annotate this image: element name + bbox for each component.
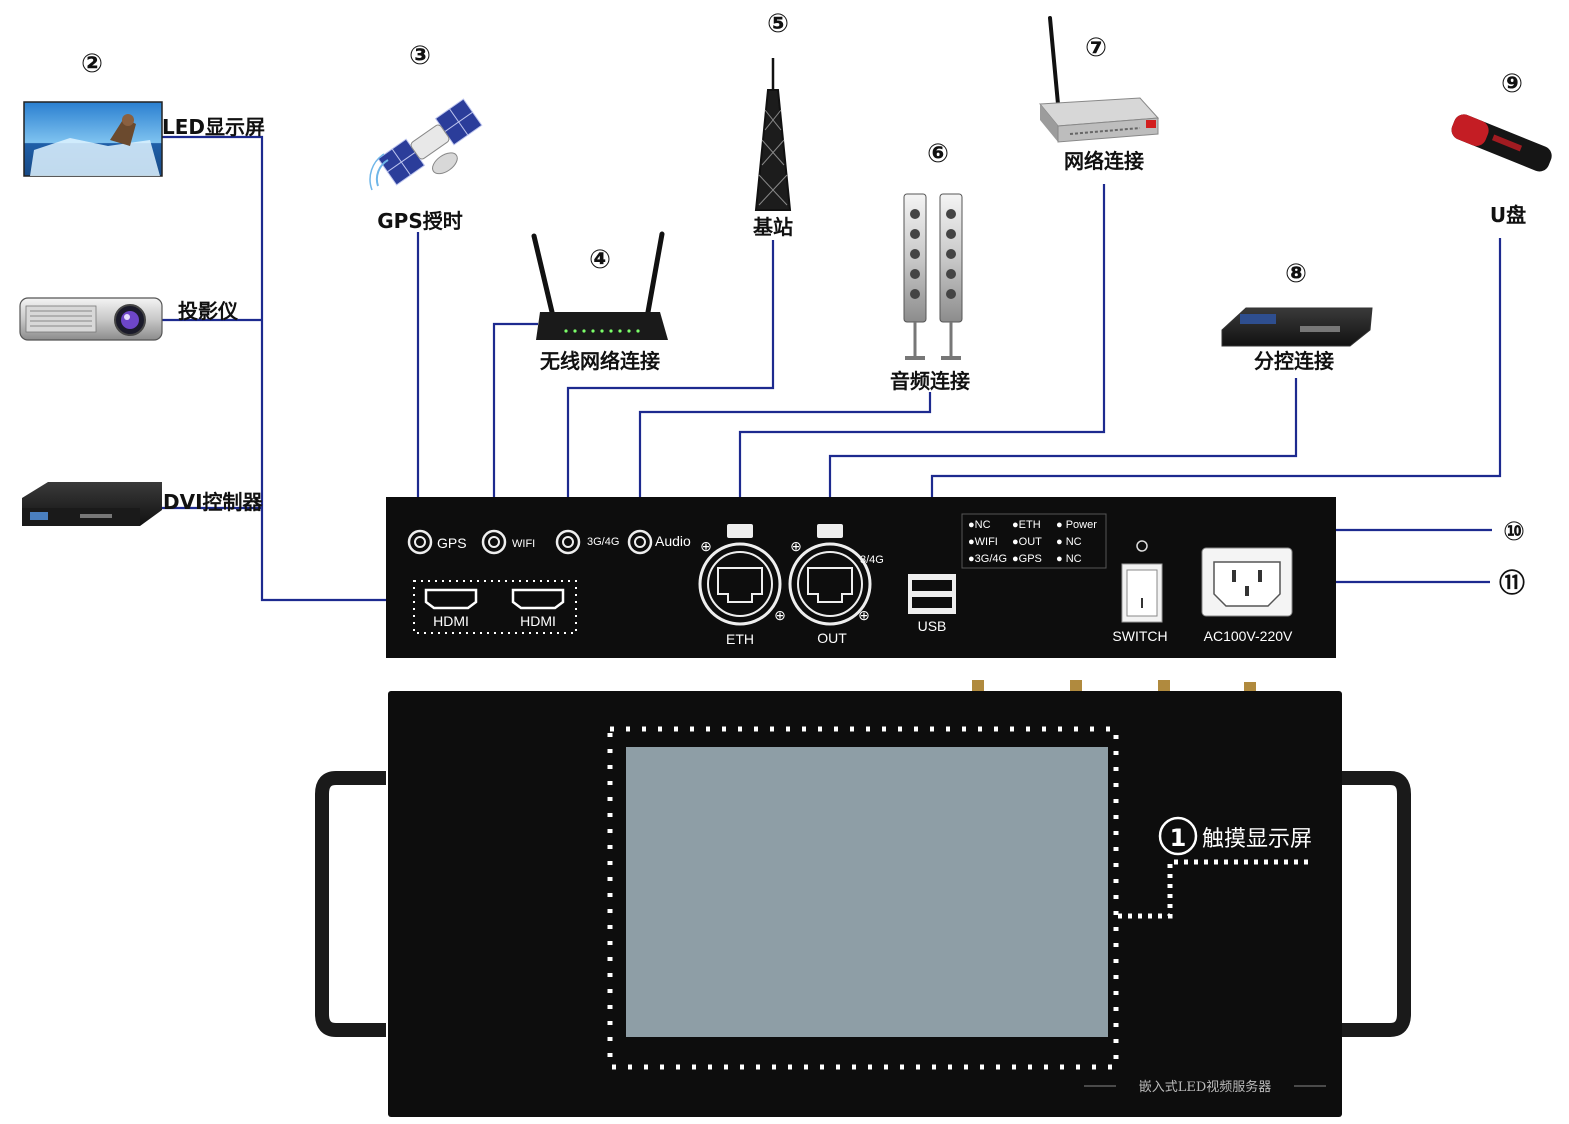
gps-port[interactable] bbox=[407, 529, 433, 555]
indicator-box bbox=[961, 513, 1107, 569]
wire-audio bbox=[638, 392, 932, 532]
brand-text: 嵌入式LED视频服务器 bbox=[1139, 1079, 1272, 1095]
hdmi-port-2-label: HDMI bbox=[520, 613, 556, 629]
indicator-r3-c3: ● NC bbox=[1056, 553, 1082, 565]
network-router-icon bbox=[1038, 16, 1160, 143]
wire-sub-control bbox=[828, 378, 1298, 524]
eth-port-label: ETH bbox=[726, 631, 754, 647]
tower-label: 基站 bbox=[753, 215, 793, 239]
3g4g-port-label: 3G/4G bbox=[587, 536, 619, 548]
network-number: ⑦ bbox=[1085, 33, 1107, 63]
touch-number-ring bbox=[1158, 816, 1198, 856]
power-socket[interactable] bbox=[1201, 547, 1293, 617]
usb-disk-number: ⑨ bbox=[1501, 69, 1523, 99]
gps-number: ③ bbox=[409, 41, 431, 71]
switch-ref-number: ⑩ bbox=[1503, 517, 1525, 547]
out-screw-bottom: ⊕ bbox=[858, 607, 870, 623]
gps-satellite-icon bbox=[377, 98, 483, 186]
wire-tower bbox=[566, 240, 775, 532]
usb-port[interactable] bbox=[908, 574, 956, 614]
wire-network bbox=[738, 184, 1106, 524]
wifi-port-label: WIFI bbox=[512, 538, 535, 550]
indicator-r1-c2: ●ETH bbox=[1012, 519, 1041, 531]
projector-device bbox=[19, 297, 163, 341]
touch-label: 触摸显示屏 bbox=[1202, 827, 1312, 852]
usb-disk-label: U盘 bbox=[1490, 203, 1526, 227]
indicator-r2-c2: ●OUT bbox=[1012, 536, 1042, 548]
led-screen-label: LED显示屏 bbox=[162, 115, 265, 139]
eth-screw-top: ⊕ bbox=[700, 538, 712, 554]
wifi-port[interactable] bbox=[481, 529, 507, 555]
tower-number: ⑤ bbox=[767, 9, 789, 39]
usb-disk-icon bbox=[1451, 114, 1552, 172]
left-handle[interactable] bbox=[315, 771, 386, 1037]
power-switch[interactable] bbox=[1121, 540, 1163, 623]
touch-number: 1 bbox=[1170, 824, 1187, 852]
indicator-r2-c1: ●WIFI bbox=[968, 536, 998, 548]
led-screen-device bbox=[23, 101, 163, 177]
audio-speakers-icon bbox=[903, 193, 963, 360]
out-screw-top: ⊕ bbox=[790, 538, 802, 554]
indicator-r2-c3: ● NC bbox=[1056, 536, 1082, 548]
led-screen-number: ② bbox=[81, 49, 103, 79]
power-ref-number: ⑪ bbox=[1499, 568, 1525, 599]
out-partial-label: 3/4G bbox=[860, 554, 884, 566]
audio-label: 音频连接 bbox=[890, 369, 970, 393]
indicator-r1-c1: ●NC bbox=[968, 519, 991, 531]
cell-tower-icon bbox=[754, 58, 792, 211]
sub-control-label: 分控连接 bbox=[1254, 349, 1334, 373]
indicator-r3-c2: ●GPS bbox=[1012, 553, 1042, 565]
out-port-label: OUT bbox=[817, 630, 847, 646]
indicator-r3-c1: ●3G/4G bbox=[968, 553, 1007, 565]
front-unit: 1 触摸显示屏 嵌入式LED视频服务器 bbox=[315, 680, 1411, 1117]
audio-port[interactable] bbox=[627, 529, 653, 555]
sub-control-number: ⑧ bbox=[1285, 259, 1307, 289]
wireless-router-icon bbox=[531, 231, 668, 340]
dvi-controller-label: DVI控制器 bbox=[163, 490, 264, 514]
wireless-number: ④ bbox=[589, 245, 611, 275]
out-port[interactable] bbox=[788, 524, 872, 626]
hdmi-port-1-label: HDMI bbox=[433, 613, 469, 629]
wireless-label: 无线网络连接 bbox=[540, 349, 660, 373]
audio-number: ⑥ bbox=[927, 139, 949, 169]
touch-screen-outline bbox=[607, 726, 1119, 1070]
power-label: AC100V-220V bbox=[1204, 628, 1293, 644]
projector-label: 投影仪 bbox=[178, 299, 239, 323]
touch-screen[interactable] bbox=[626, 747, 1108, 1037]
right-handle[interactable] bbox=[1340, 771, 1411, 1037]
usb-port-label: USB bbox=[918, 618, 947, 634]
wire-display-bus bbox=[162, 135, 418, 602]
switch-label: SWITCH bbox=[1112, 628, 1167, 644]
audio-port-label: Audio bbox=[655, 533, 691, 549]
indicator-r1-c3: ● Power bbox=[1056, 519, 1097, 531]
eth-port[interactable] bbox=[698, 524, 782, 626]
hdmi-group-outline bbox=[413, 580, 577, 634]
eth-screw-bottom: ⊕ bbox=[774, 607, 786, 623]
hdmi-port-2[interactable] bbox=[511, 588, 565, 610]
gps-label: GPS授时 bbox=[377, 209, 462, 233]
gps-port-label: GPS bbox=[437, 535, 467, 551]
rear-panel: GPS WIFI 3G/4G Audio HDMI HDMI ⊕ bbox=[386, 497, 1336, 658]
dvi-controller-device bbox=[22, 482, 162, 526]
3g4g-port[interactable] bbox=[555, 529, 581, 555]
hdmi-port-1[interactable] bbox=[424, 588, 478, 610]
wire-wifi bbox=[492, 322, 538, 532]
network-label: 网络连接 bbox=[1064, 149, 1144, 173]
sub-control-device-icon bbox=[1221, 307, 1373, 347]
